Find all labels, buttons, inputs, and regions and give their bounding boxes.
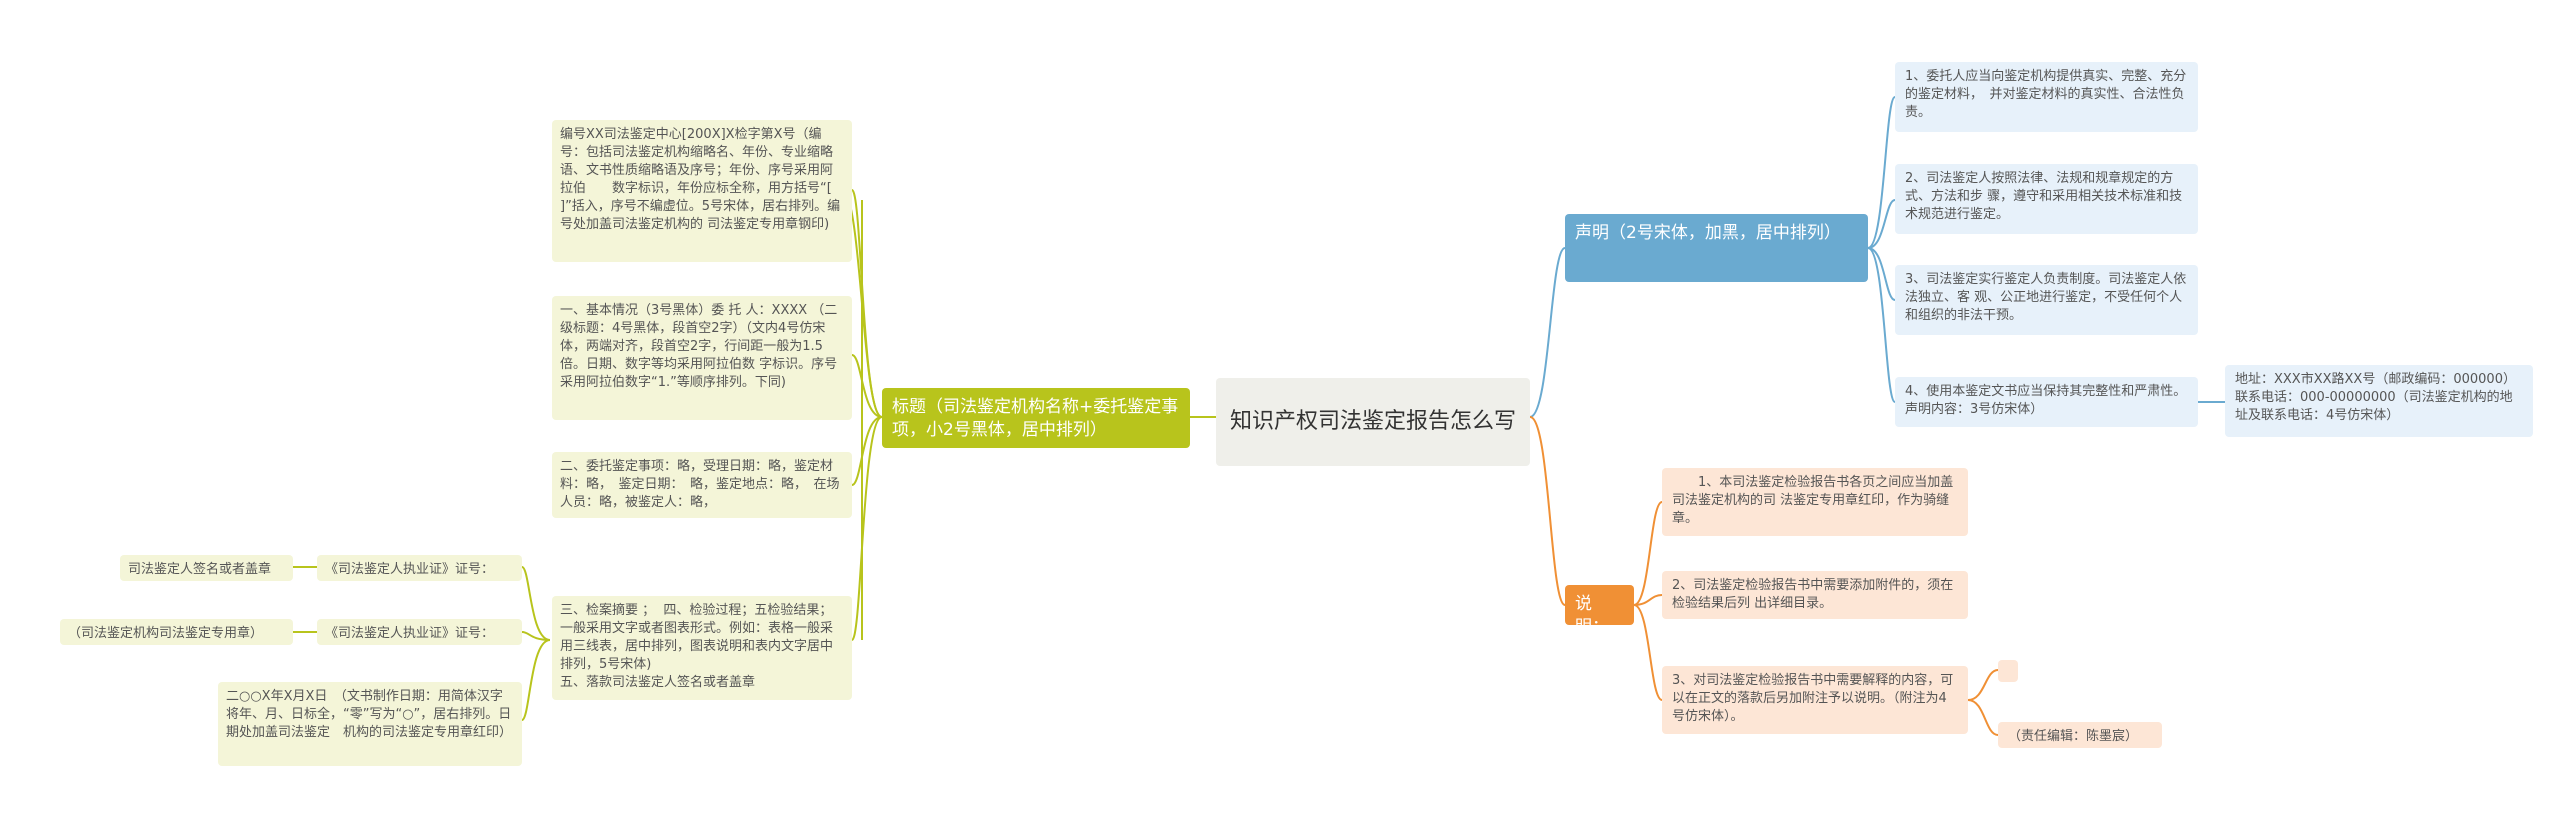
editor-credit[interactable]: （责任编辑：陈墨宸） <box>1998 722 2162 748</box>
title-item-numbering[interactable]: 编号XX司法鉴定中心[200X]X检字第X号（编号：包括司法鉴定机构缩略名、年份… <box>552 120 852 262</box>
title-item-summary[interactable]: 三、检案摘要 ； 四、检验过程；五检验结果；一般采用文字或者图表形式。例如：表格… <box>552 596 852 700</box>
statement-item-4[interactable]: 4、使用本鉴定文书应当保持其完整性和严肃性。声明内容：3号仿宋体） <box>1895 377 2198 427</box>
note-item-2[interactable]: 2、司法鉴定检验报告书中需要添加附件的，须在检验结果后列 出详细目录。 <box>1662 571 1968 619</box>
license-number-2[interactable]: 《司法鉴定人执业证》证号： <box>317 619 522 645</box>
branch-statement[interactable]: 声明（2号宋体，加黑，居中排列） <box>1565 214 1868 282</box>
root-topic[interactable]: 知识产权司法鉴定报告怎么写 <box>1216 378 1530 466</box>
statement-item-1[interactable]: 1、委托人应当向鉴定机构提供真实、完整、充分的鉴定材料， 并对鉴定材料的真实性、… <box>1895 62 2198 132</box>
note-item-3[interactable]: 3、对司法鉴定检验报告书中需要解释的内容，可以在正文的落款后另加附注予以说明。（… <box>1662 666 1968 734</box>
address-contact[interactable]: 地址：XXX市XX路XX号（邮政编码：000000）联系电话：000-00000… <box>2225 365 2533 437</box>
statement-item-2[interactable]: 2、司法鉴定人按照法律、法规和规章规定的方式、方法和步 骤，遵守和采用相关技术标… <box>1895 164 2198 234</box>
document-date[interactable]: 二○○X年X月X日 （文书制作日期：用简体汉字将年、月、日标全，“零”写为“○”… <box>218 682 522 766</box>
title-item-commission[interactable]: 二、委托鉴定事项：略，受理日期：略，鉴定材料：略， 鉴定日期： 略，鉴定地点：略… <box>552 452 852 518</box>
branch-title[interactable]: 标题（司法鉴定机构名称+委托鉴定事项，小2号黑体，居中排列） <box>882 388 1190 448</box>
title-item-basic-info[interactable]: 一、基本情况（3号黑体）委 托 人：XXXX （二级标题：4号黑体，段首空2字）… <box>552 296 852 420</box>
statement-item-3[interactable]: 3、司法鉴定实行鉴定人负责制度。司法鉴定人依法独立、客 观、公正地进行鉴定，不受… <box>1895 265 2198 335</box>
branch-notes[interactable]: 说明： <box>1565 585 1634 637</box>
license-number-1[interactable]: 《司法鉴定人执业证》证号： <box>317 555 522 581</box>
note-empty[interactable] <box>1998 660 2018 682</box>
institution-seal[interactable]: （司法鉴定机构司法鉴定专用章） <box>60 619 293 645</box>
note-item-1[interactable]: 1、本司法鉴定检验报告书各页之间应当加盖司法鉴定机构的司 法鉴定专用章红印，作为… <box>1662 468 1968 536</box>
signature-or-seal[interactable]: 司法鉴定人签名或者盖章 <box>120 555 293 581</box>
